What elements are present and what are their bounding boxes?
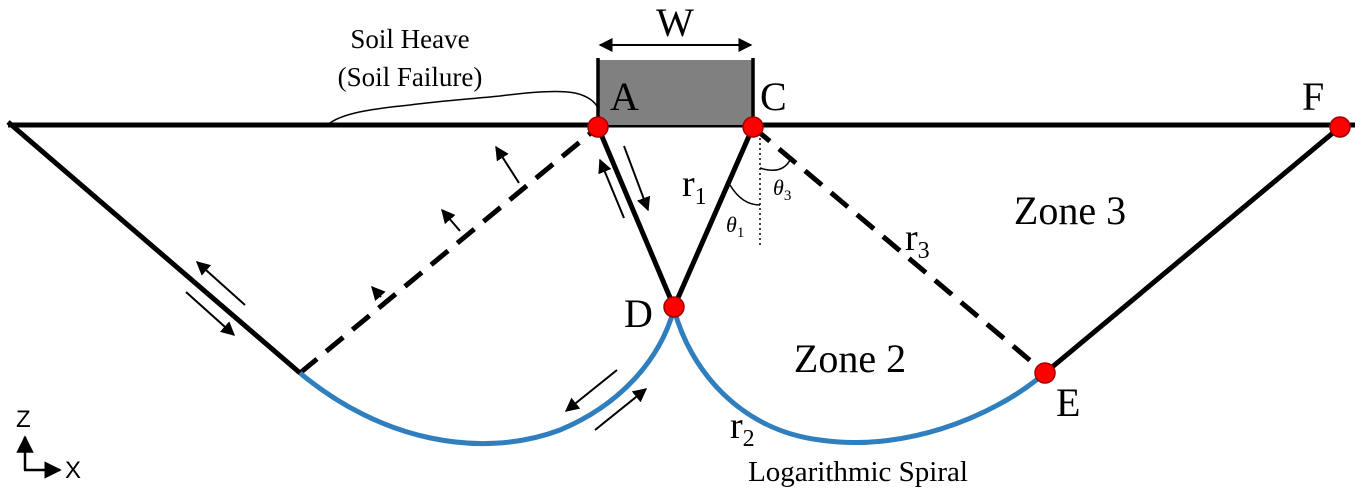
point-a-label: A bbox=[610, 74, 639, 119]
soil-heave-curve bbox=[329, 90, 599, 124]
zone3-label: Zone 3 bbox=[1014, 188, 1126, 233]
r1-label: r1 bbox=[682, 163, 707, 210]
r3-label: r3 bbox=[905, 217, 930, 264]
footing bbox=[598, 60, 753, 125]
node-d bbox=[663, 296, 685, 318]
point-c-label: C bbox=[760, 74, 787, 119]
zone2-label: Zone 2 bbox=[794, 336, 906, 381]
left-log-spiral bbox=[298, 308, 677, 446]
left-outer-failure-line bbox=[6, 120, 302, 375]
normal-arrow-2 bbox=[441, 208, 461, 232]
line-a-d bbox=[595, 126, 677, 308]
right-outer-failure-line bbox=[1043, 125, 1342, 375]
shear-arrow-spiral-lower bbox=[594, 388, 648, 431]
soil-failure-label: (Soil Failure) bbox=[338, 62, 483, 92]
width-label: W bbox=[656, 0, 694, 45]
shear-arrow-ad-up bbox=[598, 158, 625, 219]
node-a bbox=[587, 116, 609, 138]
line-c-d bbox=[671, 125, 756, 309]
soil-heave-label: Soil Heave bbox=[350, 24, 469, 54]
theta3-label: θ3 bbox=[773, 175, 791, 204]
shear-arrow-ad-down bbox=[623, 145, 651, 212]
shear-arrow-left-upper bbox=[195, 261, 246, 306]
theta3-arc bbox=[759, 159, 791, 171]
node-c bbox=[742, 116, 764, 138]
point-d-label: D bbox=[624, 291, 653, 336]
point-e-label: E bbox=[1056, 380, 1080, 425]
shear-arrow-spiral-upper bbox=[564, 369, 618, 412]
node-f bbox=[1329, 116, 1351, 138]
normal-arrow-1 bbox=[495, 145, 520, 184]
axis-z-label: Z bbox=[16, 406, 31, 433]
normal-arrow-3 bbox=[371, 285, 386, 302]
axis-x-label: X bbox=[65, 457, 81, 484]
spiral-label: Logarithmic Spiral bbox=[748, 456, 968, 488]
point-f-label: F bbox=[1302, 74, 1324, 119]
node-e bbox=[1034, 362, 1056, 384]
theta1-label: θ1 bbox=[726, 212, 744, 241]
right-log-spiral bbox=[671, 308, 1047, 445]
r2-label: r2 bbox=[730, 405, 755, 452]
left-dashed-radial-line bbox=[298, 125, 600, 375]
theta1-arc bbox=[729, 184, 761, 206]
shear-arrow-left-lower bbox=[185, 291, 236, 336]
r3-dashed-radial-line bbox=[751, 125, 1047, 375]
